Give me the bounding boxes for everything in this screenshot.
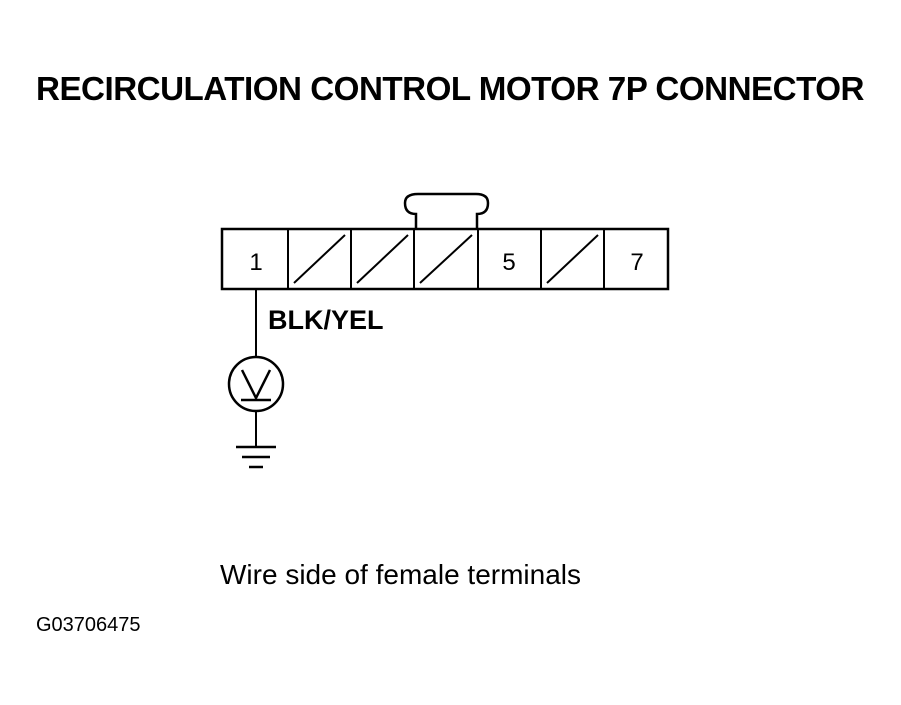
pin-label-1: 1	[249, 249, 262, 276]
wire-color-label: BLK/YEL	[268, 305, 384, 335]
pin-label-5: 5	[502, 249, 515, 276]
unused-cavity-slash-2	[293, 234, 346, 284]
connector-7p: 1 5 7	[220, 227, 670, 291]
connector-body	[220, 227, 670, 291]
unused-cavity-slash-6	[546, 234, 599, 284]
view-caption: Wire side of female terminals	[220, 559, 581, 590]
ground-icon	[236, 445, 276, 469]
figure-id: G03706475	[36, 614, 141, 636]
diagram-title: RECIRCULATION CONTROL MOTOR 7P CONNECTOR	[36, 70, 865, 107]
unused-cavity-slash-4	[419, 234, 473, 284]
pin-label-7: 7	[630, 249, 643, 276]
connector-lock-tab	[403, 192, 490, 229]
unused-cavity-slash-3	[356, 234, 409, 284]
voltmeter-icon	[227, 355, 285, 413]
